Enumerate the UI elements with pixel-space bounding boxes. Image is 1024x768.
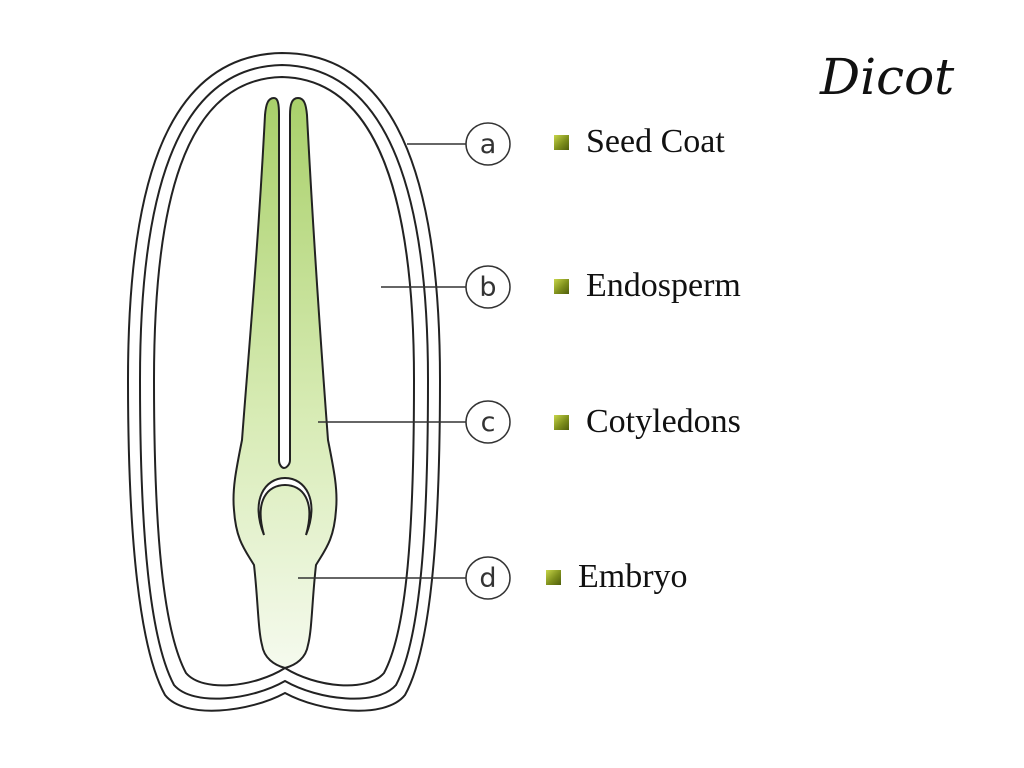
legend-label-cotyledons: Cotyledons (586, 403, 741, 440)
square-bullet-icon (554, 134, 569, 150)
letter-circle-a (465, 122, 511, 166)
letter-d: d (479, 563, 496, 594)
letter-a: a (480, 129, 497, 160)
square-bullet-icon (546, 569, 561, 585)
square-bullet-icon (554, 414, 569, 430)
plumule (257, 476, 313, 536)
letter-circle-c (465, 400, 511, 444)
seed-coat-outer (126, 51, 442, 712)
letter-b: b (479, 272, 496, 303)
legend-item-cotyledons: Cotyledons (554, 405, 741, 439)
legend-item-endosperm: Endosperm (554, 269, 741, 303)
slide-title: Dicot (820, 48, 955, 106)
embryo (232, 96, 338, 670)
letter-circle-b (465, 265, 511, 309)
legend-item-seed-coat: Seed Coat (554, 125, 725, 159)
square-bullet-icon (554, 278, 569, 294)
letter-c: c (481, 407, 496, 438)
letter-circle-d (465, 556, 511, 600)
legend-label-endosperm: Endosperm (586, 267, 741, 304)
legend-label-embryo: Embryo (578, 558, 688, 595)
legend-item-embryo: Embryo (546, 560, 688, 594)
legend-label-seed-coat: Seed Coat (586, 123, 725, 160)
seed-coat-inner (138, 63, 430, 700)
